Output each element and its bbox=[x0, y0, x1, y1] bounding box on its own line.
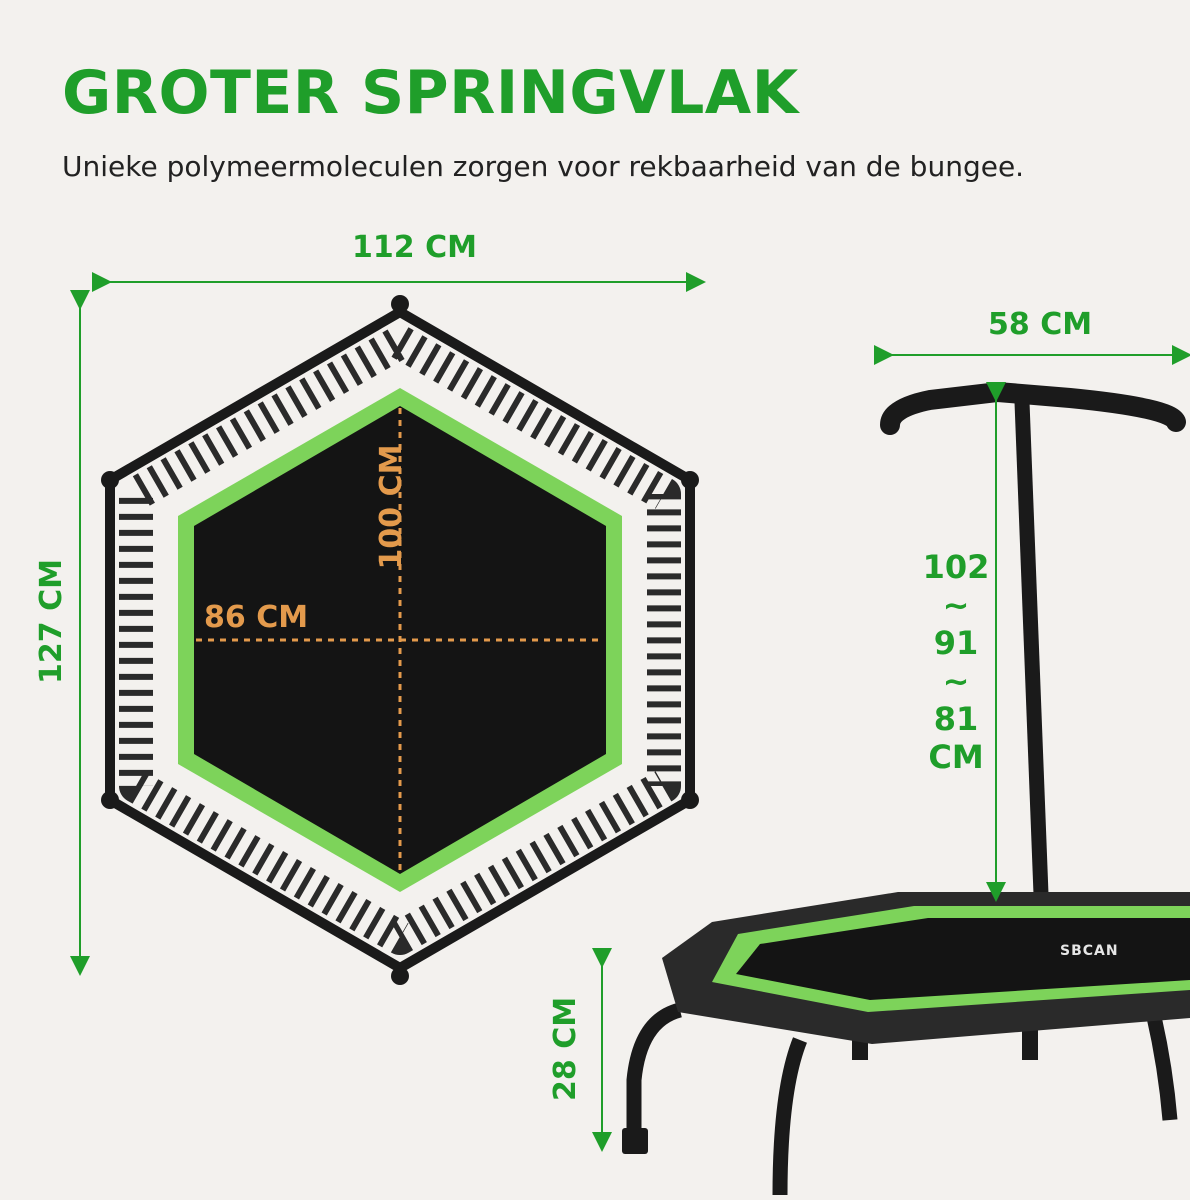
handle-height-sep: ~ bbox=[942, 586, 970, 624]
handle-width-label: 58 CM bbox=[988, 307, 1093, 342]
handle-height-unit: CM bbox=[928, 738, 984, 776]
leg-foot bbox=[622, 1128, 648, 1154]
handle-height-mid: 91 bbox=[933, 624, 979, 662]
mat-width-label: 86 CM bbox=[204, 600, 309, 635]
handle-height-sep: ~ bbox=[942, 662, 970, 700]
handle-bar bbox=[880, 381, 1186, 435]
foot bbox=[681, 791, 699, 809]
brand-logo: SBCAN bbox=[1060, 943, 1119, 959]
leg-height-label: 28 CM bbox=[548, 996, 583, 1101]
handle-pole bbox=[1014, 401, 1050, 921]
page-subtitle: Unieke polymeermoleculen zorgen voor rek… bbox=[62, 150, 1025, 183]
foot bbox=[391, 967, 409, 985]
width-total-label: 112 CM bbox=[352, 230, 477, 265]
handle-height-min: 81 bbox=[933, 700, 979, 738]
trampoline-top-view bbox=[101, 295, 699, 985]
side-mat bbox=[736, 918, 1190, 1000]
foot bbox=[101, 471, 119, 489]
page-title: GROTER SPRINGVLAK bbox=[62, 58, 799, 128]
leg bbox=[772, 1037, 807, 1196]
foot bbox=[681, 471, 699, 489]
foot bbox=[391, 295, 409, 313]
mat-height-label: 100 CM bbox=[374, 444, 409, 570]
foot bbox=[101, 791, 119, 809]
height-total-label: 127 CM bbox=[34, 559, 69, 684]
handle-height-label: 102 ~ 91 ~ 81 CM bbox=[916, 548, 996, 776]
leg bbox=[626, 1002, 683, 1150]
handle-height-max: 102 bbox=[922, 548, 990, 586]
trampoline-side-view bbox=[622, 381, 1190, 1196]
bungee-ring bbox=[119, 325, 681, 955]
